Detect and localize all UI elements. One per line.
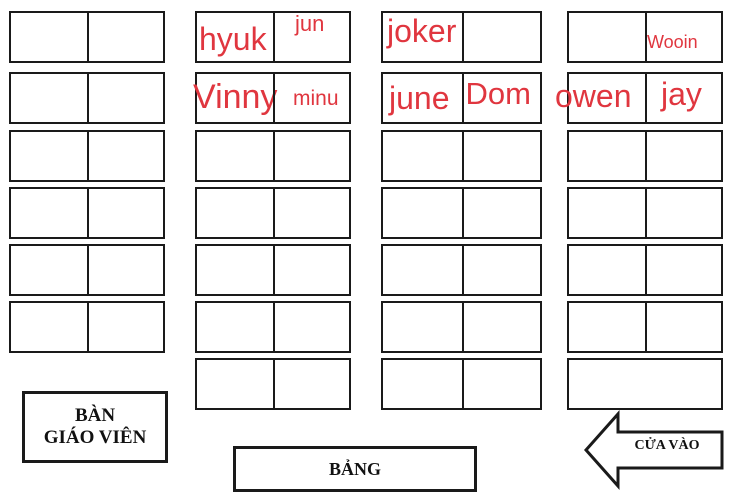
- seat: [11, 246, 87, 294]
- seat: [11, 74, 87, 122]
- desk: [567, 187, 723, 239]
- desk: Wooin: [567, 11, 723, 63]
- seat: [273, 360, 349, 408]
- seat: [197, 132, 273, 180]
- seat: jay: [645, 74, 721, 122]
- student-name: Wooin: [647, 32, 698, 52]
- seat: Wooin: [645, 13, 721, 61]
- blackboard: BẢNG: [233, 446, 477, 492]
- seat: [461, 132, 541, 180]
- student-name: joker: [387, 13, 457, 49]
- desk: [195, 187, 351, 239]
- desk: hyuk jun: [195, 11, 351, 63]
- desk: Vinny minu: [193, 72, 351, 124]
- seat: [197, 303, 273, 351]
- arrow-left-icon: [583, 410, 724, 490]
- seat: [273, 246, 349, 294]
- desk: [9, 11, 165, 63]
- desk: joker: [381, 11, 542, 63]
- teacher-desk-line-1: BÀN: [74, 405, 116, 427]
- seat: [383, 360, 462, 408]
- student-name: Dom: [465, 76, 531, 111]
- seat: [569, 246, 645, 294]
- seat: [569, 189, 645, 237]
- seat: [461, 360, 541, 408]
- seat: jun: [273, 13, 349, 61]
- seat: [11, 189, 87, 237]
- desk: [195, 244, 351, 296]
- desk: [195, 301, 351, 353]
- seat: [383, 303, 462, 351]
- seat: [461, 13, 541, 61]
- student-name: owen: [555, 78, 632, 114]
- seat: [383, 246, 462, 294]
- seat: [87, 246, 163, 294]
- seat: Vinny: [193, 74, 277, 122]
- seat: [461, 303, 541, 351]
- seat: minu: [273, 74, 349, 122]
- student-name: jun: [295, 11, 325, 36]
- seat: [569, 13, 645, 61]
- seat: Dom: [461, 74, 541, 122]
- seat: [87, 303, 163, 351]
- entrance-label: CỬA VÀO: [634, 438, 700, 453]
- desk: [195, 130, 351, 182]
- teacher-desk: BÀN GIÁO VIÊN: [22, 391, 168, 463]
- desk: [9, 187, 165, 239]
- desk: [9, 301, 165, 353]
- seat: june: [383, 74, 462, 122]
- seat: owen: [555, 74, 645, 122]
- desk: [567, 358, 723, 410]
- seat: [569, 132, 645, 180]
- seat: [87, 74, 163, 122]
- seat: [87, 189, 163, 237]
- desk: [381, 301, 542, 353]
- seat: [273, 189, 349, 237]
- seat: [461, 246, 541, 294]
- seat: [87, 132, 163, 180]
- student-name: june: [389, 80, 450, 116]
- seat: [273, 132, 349, 180]
- seat: [197, 246, 273, 294]
- seat: [645, 303, 721, 351]
- student-name: minu: [293, 87, 339, 110]
- seat: [569, 303, 645, 351]
- seat: [383, 189, 462, 237]
- seat: [273, 303, 349, 351]
- seat: [197, 189, 273, 237]
- desk: [567, 244, 723, 296]
- entrance: CỬA VÀO: [582, 408, 724, 492]
- seat: [11, 303, 87, 351]
- seat: [87, 13, 163, 61]
- desk: [381, 130, 542, 182]
- seat: [11, 13, 87, 61]
- teacher-desk-line-2: GIÁO VIÊN: [43, 427, 147, 448]
- desk: [381, 187, 542, 239]
- student-name: jay: [661, 76, 702, 112]
- desk: [381, 358, 542, 410]
- seat: [383, 132, 462, 180]
- seat: [197, 360, 273, 408]
- desk: [381, 244, 542, 296]
- seat: [569, 360, 721, 408]
- desk: [9, 72, 165, 124]
- seat: hyuk: [197, 13, 273, 61]
- desk: [567, 301, 723, 353]
- seat: [645, 246, 721, 294]
- desk: [567, 130, 723, 182]
- seat: [11, 132, 87, 180]
- board-label: BẢNG: [328, 458, 381, 479]
- seat: [645, 189, 721, 237]
- desk: [9, 244, 165, 296]
- desk: [195, 358, 351, 410]
- seat: [461, 189, 541, 237]
- seat: joker: [383, 13, 462, 61]
- desk: [9, 130, 165, 182]
- student-name: hyuk: [199, 21, 267, 57]
- desk: june Dom: [381, 72, 542, 124]
- seat: [645, 132, 721, 180]
- student-name: Vinny: [193, 78, 278, 116]
